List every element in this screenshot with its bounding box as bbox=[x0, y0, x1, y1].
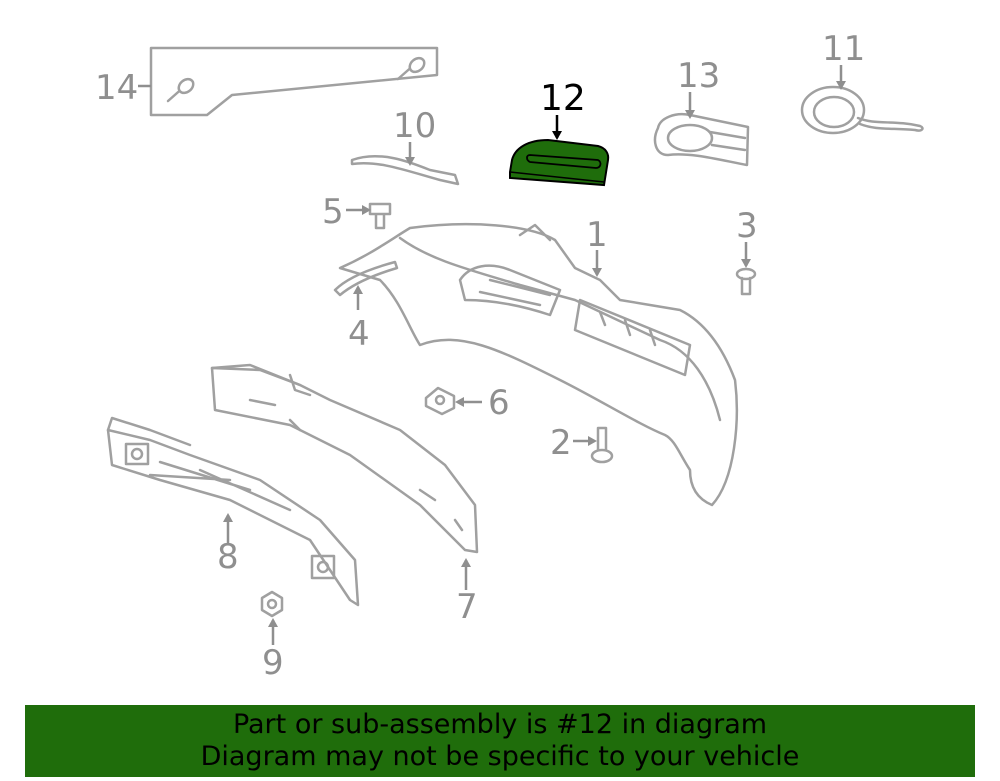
part-9-nut: 9 bbox=[260, 590, 284, 683]
parts-diagram: 14 10 12 13 11 5 bbox=[95, 29, 924, 683]
part-14-bracket: 14 bbox=[95, 46, 439, 117]
part-6-nut: 6 bbox=[424, 383, 510, 423]
callout-11: 11 bbox=[822, 29, 865, 69]
part-3-clip: 3 bbox=[735, 206, 758, 296]
part-8-beam: 8 bbox=[106, 416, 360, 607]
callout-2: 2 bbox=[550, 423, 572, 463]
callout-14: 14 bbox=[95, 68, 138, 108]
callout-12: 12 bbox=[540, 78, 586, 119]
callout-3: 3 bbox=[736, 206, 758, 246]
callout-7: 7 bbox=[456, 587, 478, 627]
callout-8: 8 bbox=[217, 537, 239, 577]
banner-line-2: Diagram may not be specific to your vehi… bbox=[200, 741, 800, 772]
part-13-bezel: 13 bbox=[653, 56, 750, 167]
bolt-right-icon bbox=[396, 56, 426, 81]
part-12-highlighted: 12 bbox=[509, 78, 610, 187]
part-2-stud: 2 bbox=[550, 423, 614, 464]
callout-4: 4 bbox=[348, 314, 370, 354]
callout-5: 5 bbox=[322, 192, 344, 232]
callout-13: 13 bbox=[677, 56, 720, 96]
callout-9: 9 bbox=[262, 643, 284, 683]
info-banner: Part or sub-assembly is #12 in diagram D… bbox=[25, 705, 975, 777]
part-7-absorber: 7 bbox=[210, 363, 479, 627]
part-11-fog-lamp: 11 bbox=[800, 29, 924, 135]
part-1-bumper-cover: 1 bbox=[338, 215, 738, 507]
callout-6: 6 bbox=[488, 383, 510, 423]
banner-line-1: Part or sub-assembly is #12 in diagram bbox=[232, 709, 768, 740]
part-10-strip: 10 bbox=[350, 106, 460, 186]
bolt-left-icon bbox=[166, 77, 195, 103]
part-4-retainer: 4 bbox=[333, 260, 399, 354]
part-5-bolt: 5 bbox=[322, 192, 392, 232]
callout-1: 1 bbox=[586, 215, 608, 255]
callout-10: 10 bbox=[393, 106, 436, 146]
